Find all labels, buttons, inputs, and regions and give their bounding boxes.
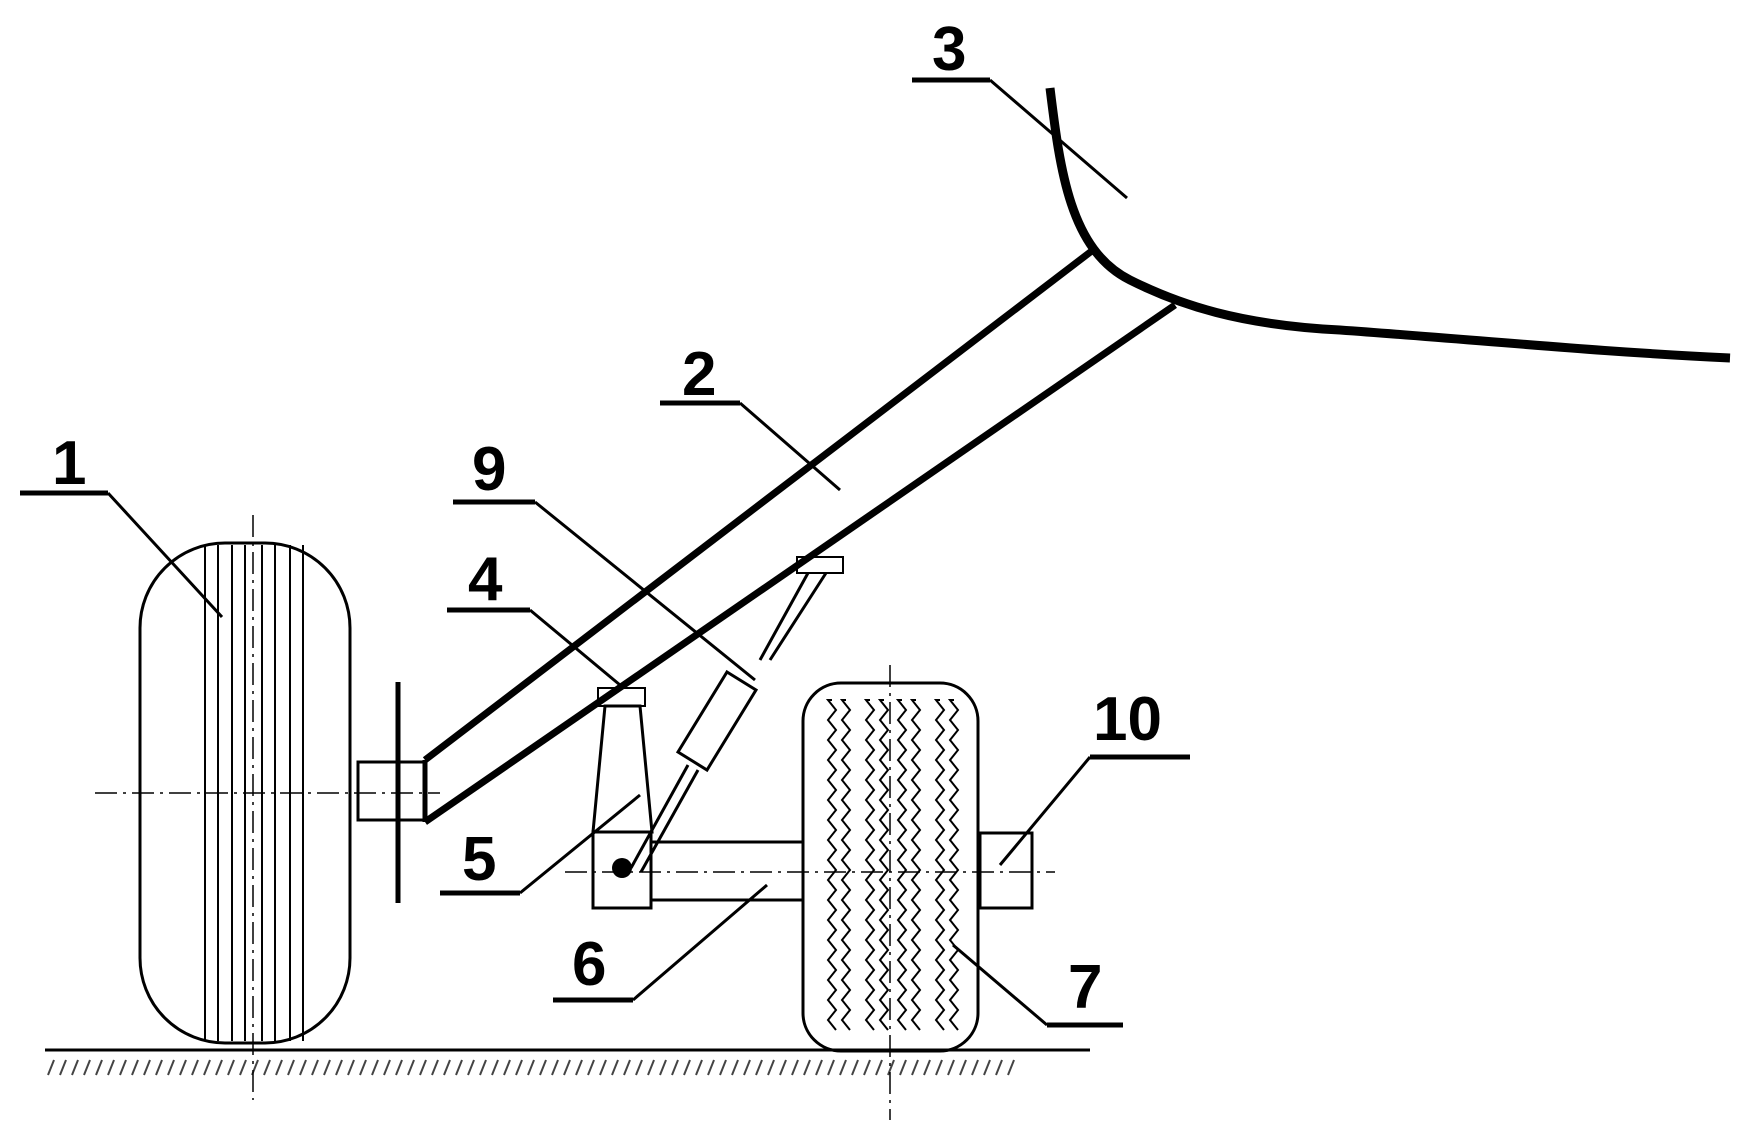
label-3: 3	[932, 15, 966, 84]
front-axle-hub	[356, 682, 427, 903]
upper-bracket	[758, 556, 844, 661]
label-underlines	[20, 77, 1190, 1028]
leader-lines	[106, 78, 1128, 1027]
label-2: 2	[682, 340, 716, 409]
label-10: 10	[1093, 685, 1162, 754]
label-5: 5	[462, 825, 496, 894]
fuselage-body	[1045, 87, 1731, 363]
front-wheel	[95, 515, 440, 1100]
rear-wheel	[801, 665, 980, 1120]
main-strut	[422, 247, 1177, 825]
label-6: 6	[572, 930, 606, 999]
label-4: 4	[468, 545, 503, 614]
ground	[45, 1048, 1090, 1076]
label-9: 9	[472, 435, 506, 504]
rear-axle-stub	[978, 831, 1034, 910]
label-7: 7	[1068, 953, 1102, 1022]
label-1: 1	[52, 429, 86, 498]
